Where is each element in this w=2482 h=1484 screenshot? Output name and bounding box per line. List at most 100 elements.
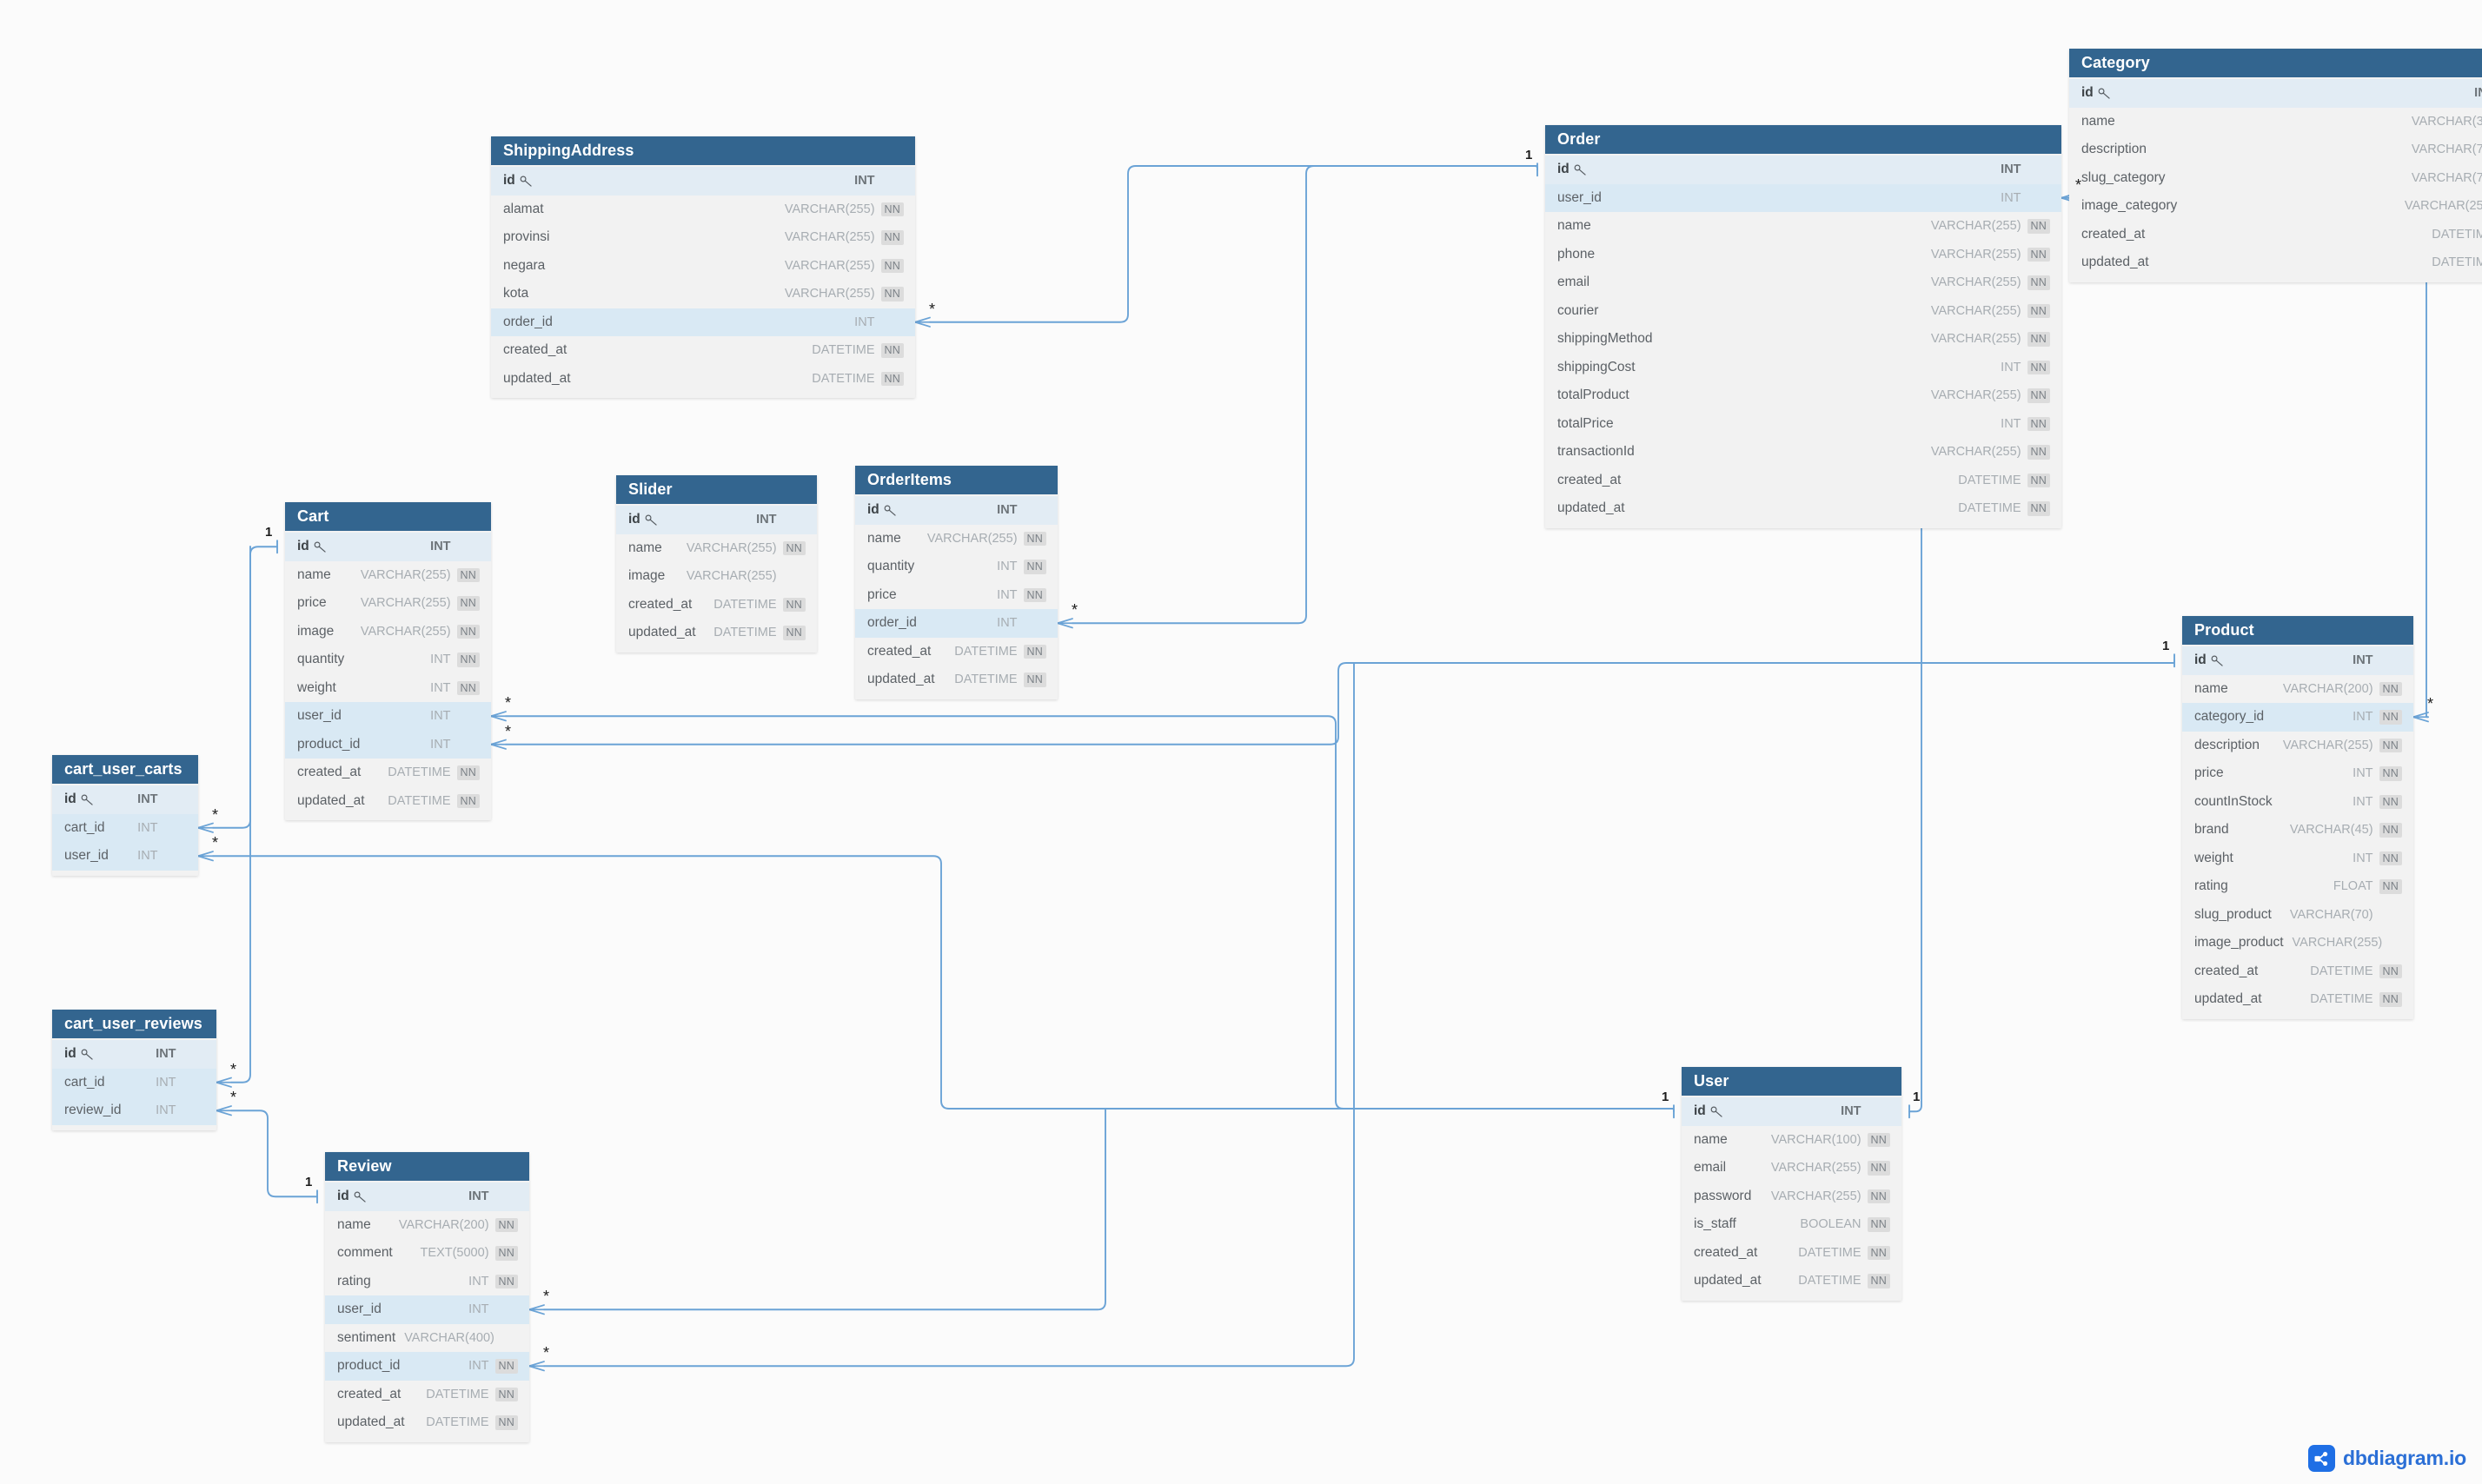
table-user[interactable]: UseridINTNNnameVARCHAR(100)NNemailVARCHA… <box>1682 1067 1901 1301</box>
table-review[interactable]: ReviewidINTNNnameVARCHAR(200)NNcommentTE… <box>325 1152 529 1442</box>
table-header[interactable]: OrderItems <box>855 466 1058 494</box>
table-shippingaddress[interactable]: ShippingAddressidINTNNalamatVARCHAR(255)… <box>491 136 915 398</box>
table-header[interactable]: Cart <box>285 502 491 531</box>
table-order[interactable]: OrderidINTNNuser_idINTNNnameVARCHAR(255)… <box>1545 125 2061 528</box>
table-header[interactable]: Product <box>2182 616 2413 645</box>
table-cart_user_carts[interactable]: cart_user_cartsidINTNNcart_idINTNNuser_i… <box>52 755 198 876</box>
table-header[interactable]: ShippingAddress <box>491 136 915 165</box>
table-header[interactable]: Order <box>1545 125 2061 154</box>
table-header[interactable]: cart_user_carts <box>52 755 198 784</box>
table-header[interactable]: Review <box>325 1152 529 1181</box>
table-header[interactable]: Category <box>2069 49 2482 77</box>
table-header[interactable]: cart_user_reviews <box>52 1010 216 1038</box>
table-header[interactable]: Slider <box>616 475 817 504</box>
table-product[interactable]: ProductidINTNNnameVARCHAR(200)NNcategory… <box>2182 616 2413 1019</box>
table-cart_user_reviews[interactable]: cart_user_reviewsidINTNNcart_idINTNNrevi… <box>52 1010 216 1130</box>
table-category[interactable]: CategoryidINTNNnameVARCHAR(30)NNdescript… <box>2069 49 2482 282</box>
table-slider[interactable]: SlideridINTNNnameVARCHAR(255)NNimageVARC… <box>616 475 817 653</box>
